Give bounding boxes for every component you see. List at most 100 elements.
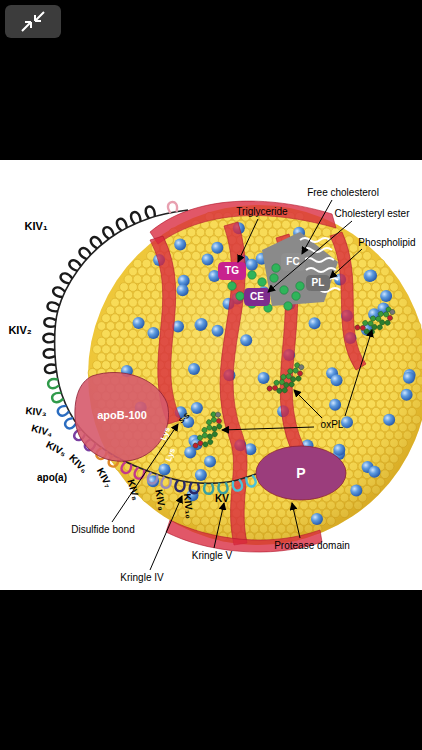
kringle-loop xyxy=(45,365,57,374)
part-label: KIV₄ xyxy=(30,423,53,438)
kringle-loop xyxy=(53,287,65,297)
atom xyxy=(266,385,273,392)
part-label: Free cholesterol xyxy=(307,188,379,198)
part-label: KIV₂ xyxy=(8,325,31,336)
apob-ribbons xyxy=(150,201,366,552)
part-label: Lys xyxy=(165,447,177,462)
part-label: Protease domain xyxy=(274,541,350,551)
kringle-loop xyxy=(48,379,59,388)
kringle-loop xyxy=(233,480,242,491)
apob-ribbon xyxy=(330,232,366,370)
icon-button xyxy=(5,5,61,38)
part-label: Cholesteryl ester xyxy=(334,209,409,219)
atom xyxy=(379,319,386,326)
part-label: Kringle IV xyxy=(120,573,163,583)
cholesteryl-ester-dot xyxy=(258,278,266,286)
part-label: KIV₁ xyxy=(25,221,48,232)
atom xyxy=(283,381,290,388)
atom xyxy=(214,411,221,418)
kringle-loop xyxy=(44,318,56,327)
node-shape xyxy=(218,262,246,280)
kringle-loop xyxy=(204,483,213,494)
kringle-loop xyxy=(161,477,170,488)
kringle-loop xyxy=(61,273,73,283)
cholesterol-dot xyxy=(309,317,321,329)
kringle-loop xyxy=(246,475,255,486)
cholesterol-dot xyxy=(202,254,214,266)
leader-arrow xyxy=(222,427,314,430)
leader-arrow xyxy=(330,249,362,278)
leader-arrow xyxy=(302,200,332,254)
atom xyxy=(363,328,370,335)
atom xyxy=(201,432,208,439)
node-label: PL xyxy=(312,278,325,288)
collapse-icon xyxy=(5,5,61,38)
kringle-loop xyxy=(135,467,145,478)
part-label: KIV₇ xyxy=(95,467,114,490)
part-label: KV xyxy=(215,494,229,504)
atom xyxy=(206,424,213,431)
part-label: oxPL xyxy=(321,420,344,430)
kringle-loop xyxy=(80,248,91,259)
cholesterol-dot xyxy=(333,444,345,456)
node-label: P xyxy=(296,466,305,480)
cholesterol-dot xyxy=(403,372,415,384)
node-label: apoB-100 xyxy=(97,410,147,421)
kringle-loop xyxy=(190,482,199,493)
atom xyxy=(215,417,222,424)
icon-arrow xyxy=(35,12,44,21)
oxpl-molecule xyxy=(192,409,228,455)
cholesterol-dot xyxy=(240,334,252,346)
kringle-loop xyxy=(43,334,54,342)
fatty-acid-tail xyxy=(300,238,330,242)
lipid-patch: PL xyxy=(306,275,330,291)
kringle-loop xyxy=(146,206,155,218)
part-label: Phospholipid xyxy=(358,238,415,248)
atom xyxy=(210,416,217,423)
cholesterol-dot xyxy=(196,318,208,330)
cholesterol-dot xyxy=(184,446,196,458)
cholesterol-dot xyxy=(211,242,223,254)
cholesteryl-ester-dot xyxy=(248,271,256,279)
lipid-core xyxy=(262,232,338,306)
leader-arrow xyxy=(268,221,352,292)
part-label: Kringle V xyxy=(192,551,233,561)
node-shape xyxy=(75,372,169,461)
cholesterol-dot xyxy=(174,239,186,251)
lipid-patch: CE xyxy=(244,288,270,306)
part-label: Disulfide bond xyxy=(71,525,134,535)
oxpl-molecule xyxy=(266,360,310,400)
kringle-loop xyxy=(121,462,131,473)
kringle-loop xyxy=(65,418,76,428)
kringle-loop xyxy=(69,260,81,271)
atom xyxy=(211,431,218,438)
leader-arrow xyxy=(150,496,182,570)
kringle-loop xyxy=(117,219,127,231)
atom xyxy=(389,308,396,315)
cholesterol-dot xyxy=(329,399,341,411)
kringle-loop xyxy=(131,212,141,224)
cholesteryl-ester-dot xyxy=(284,302,292,310)
node-label: FC xyxy=(286,257,299,267)
fatty-acid-tails xyxy=(300,238,340,292)
atom xyxy=(354,324,361,331)
atom xyxy=(386,314,393,321)
kringle-loop xyxy=(58,406,69,416)
part-label: KIV₃ xyxy=(25,406,47,418)
cholesteryl-ester-dot xyxy=(270,274,278,282)
atom xyxy=(295,375,302,382)
node-shape xyxy=(256,446,346,500)
cholesterol-dot xyxy=(401,389,413,401)
cholesterol-dot xyxy=(246,259,258,271)
atom xyxy=(197,440,204,447)
node-label: TG xyxy=(225,266,239,276)
part-label: KIV₆ xyxy=(67,453,89,475)
oxpl-molecule xyxy=(354,305,400,341)
cholesteryl-ester-dot xyxy=(280,286,288,294)
cholesterol-dot xyxy=(191,402,203,414)
fatty-acid-tail xyxy=(302,248,332,252)
cholesterol-dot xyxy=(380,290,392,302)
